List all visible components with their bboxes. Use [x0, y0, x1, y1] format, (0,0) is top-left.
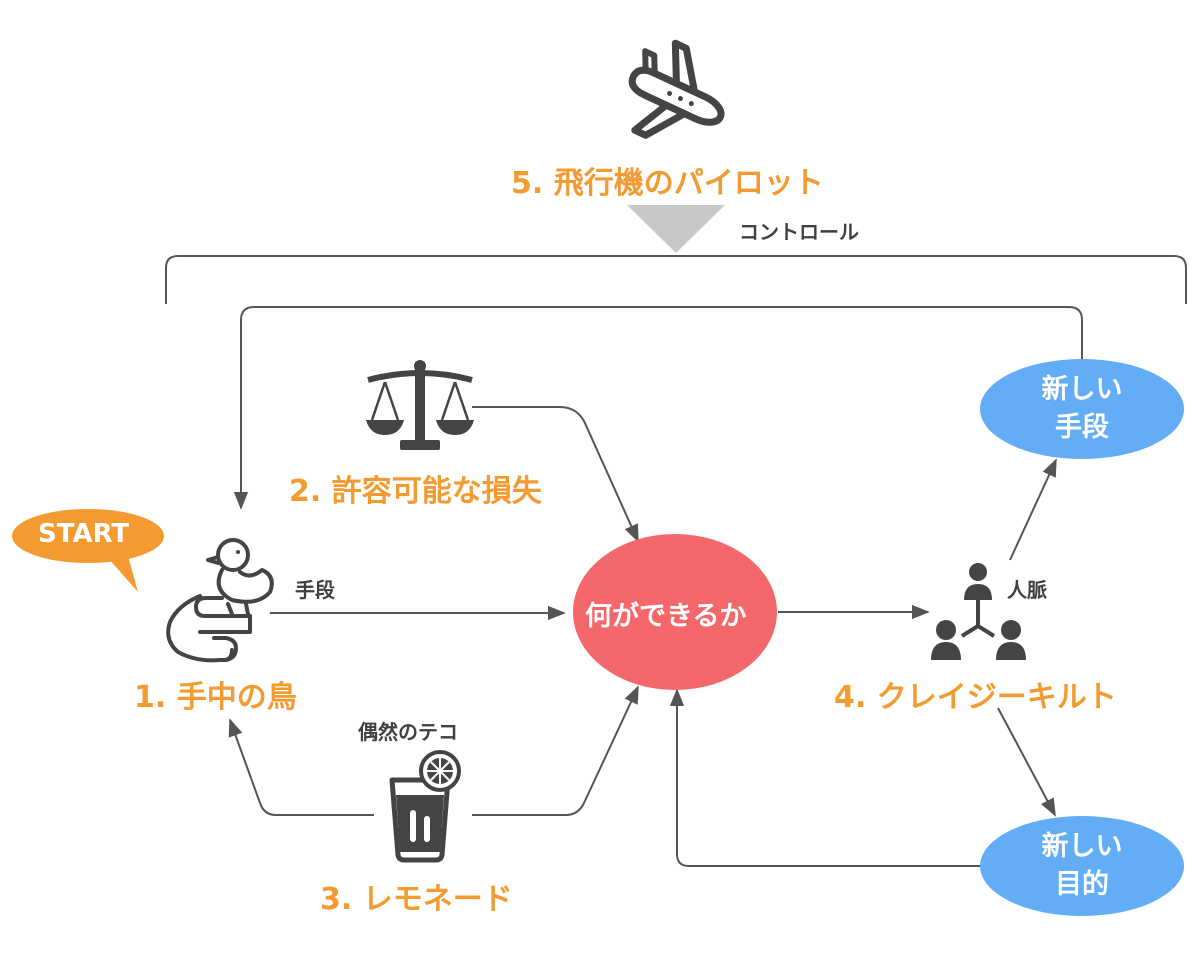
people-network-icon — [931, 563, 1026, 660]
loss-arrow — [472, 406, 639, 543]
network-to-new-goals-arrow — [997, 707, 1056, 817]
control-bracket — [165, 255, 1187, 304]
new-goals-line1: 新しい — [1041, 831, 1123, 862]
new-means-node — [980, 359, 1184, 459]
start-label: START — [38, 519, 130, 549]
control-triangle — [627, 205, 725, 253]
airplane-icon — [628, 39, 725, 139]
scale-icon — [366, 360, 474, 450]
network-to-new-means-arrow — [1009, 458, 1057, 561]
new-means-label: 新しい 手段 — [1022, 371, 1142, 447]
new-goals-node — [980, 816, 1184, 916]
new-goals-line2: 目的 — [1055, 869, 1109, 900]
start-bubble — [12, 509, 164, 592]
lemonade-glass-icon — [389, 750, 461, 863]
bird-in-hand-icon — [166, 538, 274, 663]
control-label: コントロール — [739, 220, 859, 244]
center-node — [573, 534, 777, 690]
lemonade-label: 3. レモネード — [320, 882, 513, 917]
feedback-loop-arrow — [233, 306, 1083, 510]
leverage-contingency-label: 偶然のテコ — [358, 720, 458, 744]
affordable-loss-label: 2. 許容可能な損失 — [289, 474, 542, 509]
lemonade-arrow — [472, 685, 639, 816]
new-means-line1: 新しい — [1041, 374, 1123, 405]
means-edge-label: 手段 — [295, 578, 335, 602]
network-label: 人脈 — [1007, 578, 1047, 602]
lemonade-to-bird-arrow — [228, 718, 374, 816]
new-goals-to-center-arrow — [669, 688, 980, 867]
new-means-line2: 手段 — [1055, 412, 1109, 443]
pilot-label: 5. 飛行機のパイロット — [511, 166, 824, 201]
center-label: 何ができるか — [585, 601, 747, 632]
new-goals-label: 新しい 目的 — [1022, 828, 1142, 904]
crazy-quilt-label: 4. クレイジーキルト — [834, 680, 1117, 715]
bird-in-hand-label: 1. 手中の鳥 — [134, 680, 297, 715]
